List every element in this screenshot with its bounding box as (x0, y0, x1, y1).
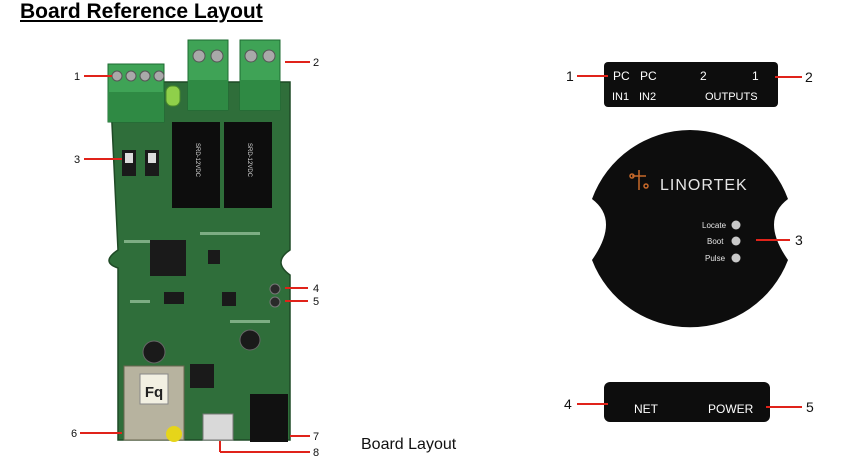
led-pulse (731, 253, 741, 263)
led-locate (731, 220, 741, 230)
page-title: Board Reference Layout (20, 0, 263, 23)
bottom-callout-5: 5 (806, 399, 814, 415)
board-callout-2: 2 (313, 57, 319, 69)
top-row1-pc1: PC (613, 69, 630, 83)
led-boot (731, 236, 741, 246)
bottom-callout-4: 4 (564, 396, 572, 412)
logo-callout-3: 3 (795, 232, 803, 248)
board-callout-numbers: 1 2 3 4 5 6 7 8 (71, 57, 319, 458)
pcb-board: SRD-12VDC SRD-12VDC Fq (107, 39, 291, 442)
logo-disc: LINORTEK Locate Boot Pulse (592, 130, 788, 328)
ethernet-chip-text: Fq (145, 384, 163, 401)
top-callout-2: 2 (805, 69, 813, 85)
led-label-boot: Boot (707, 237, 724, 246)
top-row2-in2: IN2 (639, 91, 656, 103)
power-label: POWER (708, 402, 754, 416)
top-label-panel: PC PC 2 1 IN1 IN2 OUTPUTS (604, 62, 778, 107)
board-callout-7: 7 (313, 431, 319, 443)
board-callout-lines (80, 61, 310, 453)
top-row1-out1: 1 (752, 69, 759, 83)
top-row1-out2: 2 (700, 69, 707, 83)
board-callout-8: 8 (313, 447, 319, 458)
top-callout-1: 1 (566, 68, 574, 84)
net-label: NET (634, 402, 659, 416)
led-label-pulse: Pulse (705, 254, 726, 263)
figure-caption: Board Layout (361, 436, 457, 453)
board-callout-1: 1 (74, 71, 80, 83)
linortek-logo-icon (629, 170, 649, 190)
relay-1-text: SRD-12VDC (194, 143, 200, 178)
top-row1-pc2: PC (640, 69, 657, 83)
board-callout-6: 6 (71, 428, 77, 440)
top-row2-in1: IN1 (612, 91, 629, 103)
relay-2-text: SRD-12VDC (246, 143, 252, 178)
board-callout-4: 4 (313, 283, 319, 295)
bottom-label-panel: NET POWER (604, 382, 770, 422)
brand-name: LINORTEK (660, 177, 748, 194)
board-callout-3: 3 (74, 154, 80, 166)
top-row2-outputs: OUTPUTS (705, 91, 758, 103)
board-callout-5: 5 (313, 296, 319, 308)
led-label-locate: Locate (702, 221, 727, 230)
